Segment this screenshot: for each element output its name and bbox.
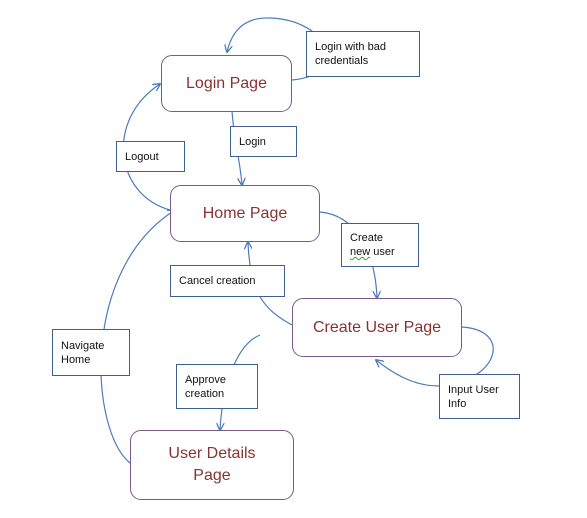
node-home-page-title: Home Page bbox=[202, 204, 288, 222]
label-cancel-creation: Cancel creation bbox=[170, 265, 285, 297]
node-login-page: Login Page bbox=[161, 55, 292, 112]
label-login-text: Login bbox=[239, 135, 266, 148]
node-user-details-page-title: User Details Page bbox=[168, 445, 256, 484]
label-login-bad-credentials: Login with bad credentials bbox=[306, 31, 420, 77]
node-create-user-page-title: Create User Page bbox=[312, 318, 442, 336]
label-create-new-user-word-user: user bbox=[370, 246, 395, 258]
node-home-page: Home Page bbox=[170, 185, 320, 242]
label-input-user-info: Input User Info bbox=[439, 374, 520, 419]
label-logout: Logout bbox=[116, 141, 185, 172]
node-login-page-title: Login Page bbox=[186, 74, 267, 92]
label-approve-creation-text: Approve creation bbox=[185, 373, 226, 400]
label-login: Login bbox=[230, 126, 297, 157]
label-logout-text: Logout bbox=[125, 150, 159, 163]
node-user-details-page: User Details Page bbox=[130, 430, 294, 500]
label-create-new-user: Create new user bbox=[341, 223, 419, 267]
label-navigate-home: Navigate Home bbox=[52, 329, 130, 376]
label-create-new-user-line1: Create bbox=[350, 232, 384, 244]
label-approve-creation: Approve creation bbox=[176, 364, 258, 409]
label-login-bad-credentials-text: Login with bad credentials bbox=[315, 41, 386, 67]
label-input-user-info-text: Input User Info bbox=[448, 383, 499, 410]
label-cancel-creation-text: Cancel creation bbox=[179, 275, 256, 287]
node-create-user-page: Create User Page bbox=[292, 298, 462, 357]
label-create-new-user-text: Create new user bbox=[350, 231, 395, 259]
label-create-new-user-word-new: new bbox=[350, 246, 371, 258]
label-navigate-home-text: Navigate Home bbox=[61, 339, 105, 366]
label-create-new-user-line2: new user bbox=[350, 245, 395, 259]
arrow-cancel-creation bbox=[248, 242, 293, 326]
